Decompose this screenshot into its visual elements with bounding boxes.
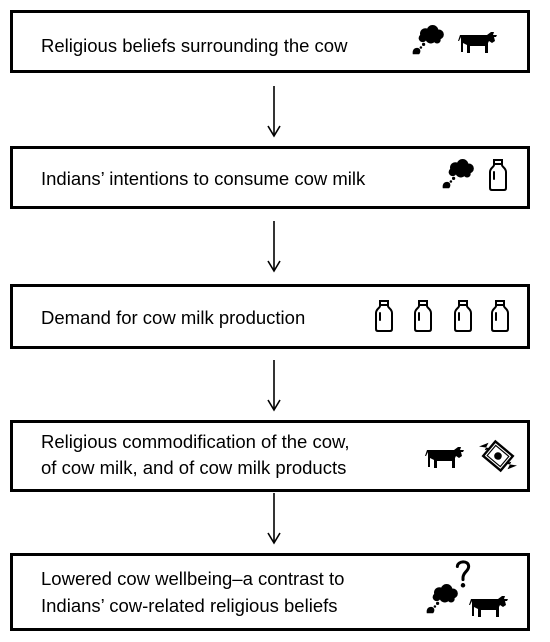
arrow-3 [264, 360, 284, 412]
milk-bottle-icon [490, 300, 510, 332]
thought-bubble-icon [441, 157, 477, 189]
milk-bottle-icon [374, 300, 394, 332]
step-1-text: Religious beliefs surrounding the cow [41, 35, 348, 56]
step-5-text-line-2: Indians’ cow-related religious beliefs [41, 595, 338, 616]
cow-icon [458, 29, 498, 55]
step-5-text-line-1: Lowered cow wellbeing–a contrast to [41, 568, 345, 589]
milk-bottle-icon [453, 300, 473, 332]
step-2-text: Indians’ intentions to consume cow milk [41, 168, 366, 189]
step-3-box: Demand for cow milk production [10, 284, 530, 349]
arrow-2 [264, 221, 284, 273]
thought-bubble-icon [411, 23, 447, 55]
step-1-box: Religious beliefs surrounding the cow [10, 10, 530, 73]
thought-bubble-icon [425, 582, 461, 614]
step-3-text: Demand for cow milk production [41, 307, 306, 328]
milk-bottle-icon [488, 159, 508, 191]
cow-icon [469, 593, 509, 619]
flying-money-icon [475, 437, 521, 475]
step-5-box: Lowered cow wellbeing–a contrast to Indi… [10, 553, 530, 631]
arrow-1 [264, 86, 284, 138]
step-4-box: Religious commodification of the cow, of… [10, 420, 530, 492]
arrow-4 [264, 493, 284, 545]
milk-bottle-icon [413, 300, 433, 332]
step-2-box: Indians’ intentions to consume cow milk [10, 146, 530, 209]
step-4-text-line-2: of cow milk, and of cow milk products [41, 457, 347, 478]
step-4-text-line-1: Religious commodification of the cow, [41, 431, 350, 452]
cow-icon [425, 444, 465, 470]
